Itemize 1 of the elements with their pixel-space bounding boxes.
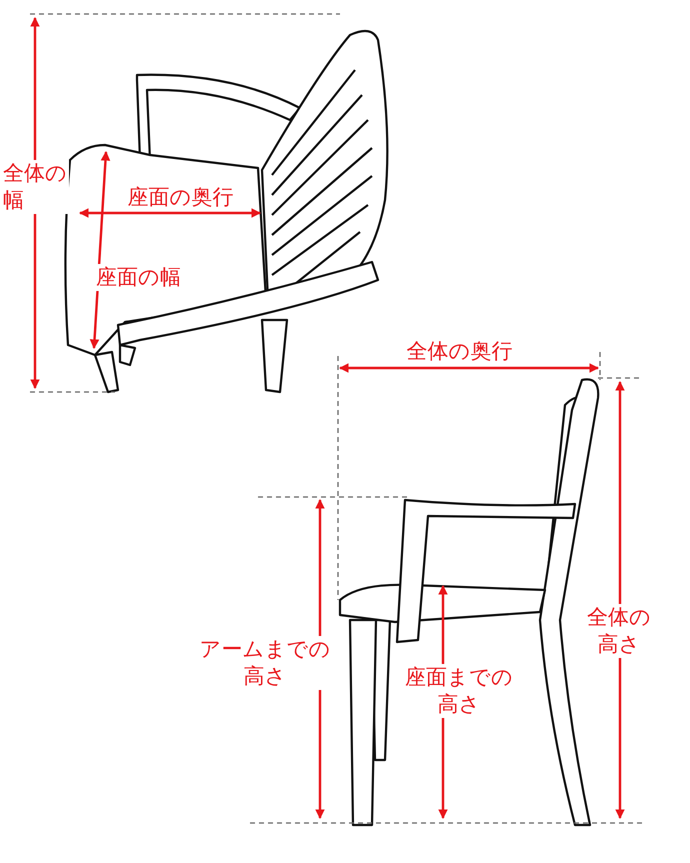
dimension-label: 全体の幅 <box>3 160 69 214</box>
